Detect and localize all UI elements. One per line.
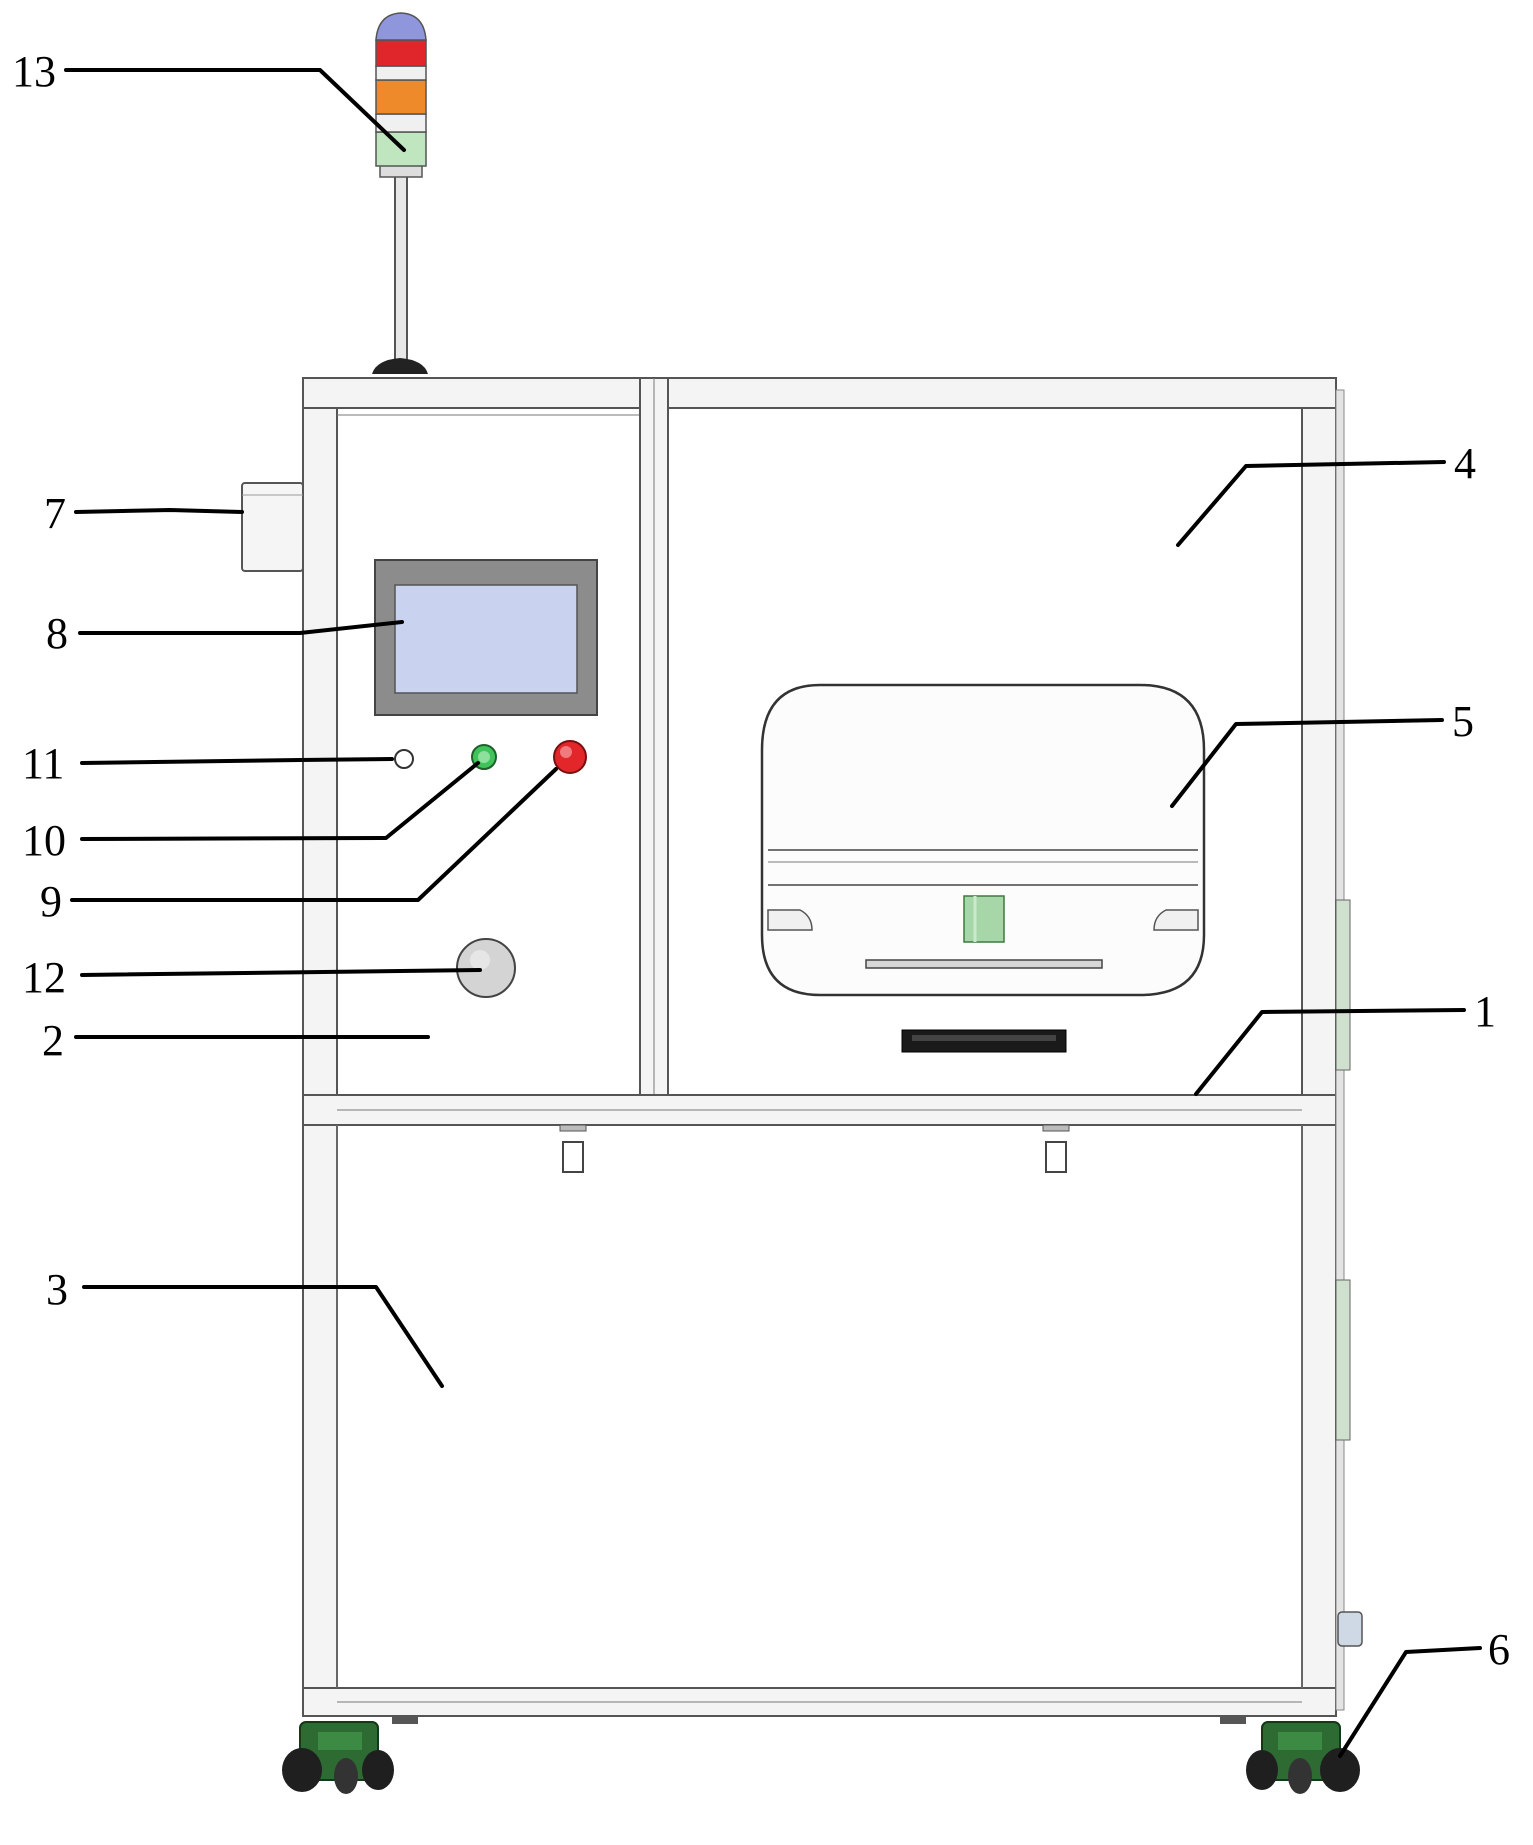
frame-top-beam xyxy=(302,377,1337,409)
leader-8 xyxy=(78,620,404,635)
caster-left xyxy=(282,1716,418,1794)
callout-2: 2 xyxy=(42,1016,64,1065)
caster-right xyxy=(1220,1716,1360,1794)
side-fitting xyxy=(1337,1611,1363,1647)
machine-frame xyxy=(302,377,1363,1717)
leader-6 xyxy=(1338,1646,1482,1758)
lamp-white-band-2 xyxy=(375,65,427,81)
leader-11 xyxy=(80,757,394,765)
frame-left-column xyxy=(302,377,338,1717)
leader-7 xyxy=(74,508,244,514)
callout-5: 5 xyxy=(1452,697,1474,746)
leader-12 xyxy=(80,968,482,977)
frame-right-column xyxy=(1301,377,1337,1717)
window-tray xyxy=(865,959,1103,969)
leader-lines xyxy=(64,68,1482,1758)
callout-labels: 13 7 8 11 10 9 12 2 3 4 5 1 6 xyxy=(12,47,1510,1674)
leader-9 xyxy=(70,767,558,902)
callout-10: 10 xyxy=(22,816,66,865)
side-port xyxy=(241,482,304,572)
callout-13: 13 xyxy=(12,47,56,96)
cabinet-latches xyxy=(559,1124,1070,1173)
callout-1: 1 xyxy=(1474,987,1496,1036)
hmi-screen xyxy=(394,584,578,694)
callout-6: 6 xyxy=(1488,1625,1510,1674)
chamber-window xyxy=(760,683,1206,997)
lamp-orange xyxy=(375,79,427,115)
leader-10 xyxy=(80,761,480,841)
nozzle xyxy=(963,895,1005,943)
leader-3 xyxy=(82,1285,444,1388)
leader-13 xyxy=(64,68,406,152)
indicator-light-white xyxy=(394,749,414,769)
callout-7: 7 xyxy=(44,489,66,538)
hmi-touchscreen xyxy=(374,559,598,716)
lamp-red xyxy=(375,39,427,67)
window-frame xyxy=(760,683,1206,997)
leader-4 xyxy=(1176,460,1446,547)
callout-4: 4 xyxy=(1454,439,1476,488)
callout-11: 11 xyxy=(22,739,64,788)
callout-3: 3 xyxy=(46,1265,68,1314)
leader-1 xyxy=(1194,1008,1466,1096)
callout-8: 8 xyxy=(46,609,68,658)
lamp-blue-dome xyxy=(375,12,427,41)
latch-left xyxy=(562,1141,584,1173)
callout-12: 12 xyxy=(22,953,66,1002)
leader-5 xyxy=(1170,718,1444,808)
side-vent-upper xyxy=(1335,899,1351,1071)
tower-pole xyxy=(394,174,408,361)
callout-9: 9 xyxy=(40,877,62,926)
side-vent-lower xyxy=(1335,1279,1351,1441)
latch-right xyxy=(1045,1141,1067,1173)
stop-button-red xyxy=(553,740,587,774)
tower-base xyxy=(372,358,428,374)
tower-cap xyxy=(379,164,423,178)
signal-tower xyxy=(372,12,428,374)
